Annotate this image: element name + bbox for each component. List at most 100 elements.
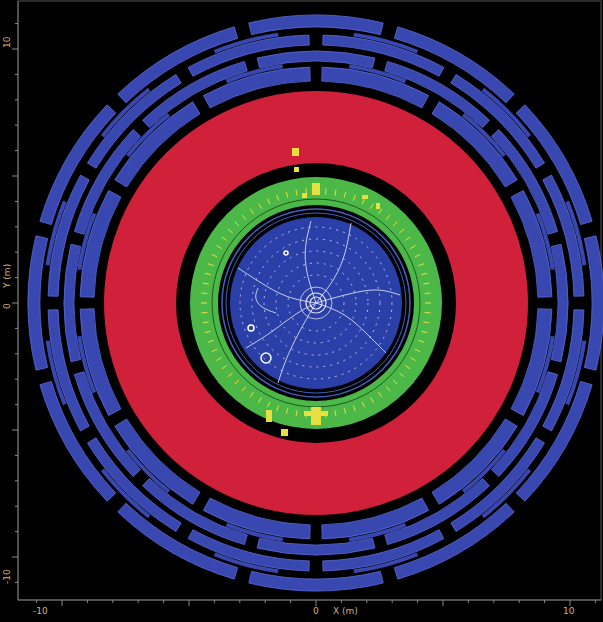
muon-chamber: [118, 503, 238, 579]
energy-tick: [259, 397, 262, 402]
energy-tick: [353, 195, 355, 201]
energy-tick: [423, 322, 429, 323]
energy-tick: [208, 264, 214, 266]
y-axis-label: -10: [3, 569, 12, 584]
energy-tick: [399, 373, 404, 377]
tick: [239, 600, 240, 603]
energy-deposit: [362, 195, 368, 199]
tick: [265, 600, 266, 603]
energy-tick: [201, 303, 207, 304]
muon-chamber: [64, 244, 81, 362]
tick: [15, 506, 18, 507]
energy-tick: [335, 190, 336, 196]
energy-tick: [371, 397, 374, 402]
energy-tick: [405, 237, 410, 240]
muon-chamber: [551, 244, 568, 362]
energy-tick: [415, 349, 420, 352]
y-axis: [18, 1, 19, 600]
energy-deposit: [312, 183, 320, 195]
x-axis-label: X (m): [333, 607, 358, 616]
tick: [189, 600, 190, 606]
muon-chamber: [394, 503, 514, 579]
ring-line: [212, 199, 420, 407]
particle-track: [278, 303, 316, 383]
tick: [12, 430, 18, 431]
tick: [36, 600, 37, 603]
y-axis-label: 0: [3, 303, 12, 309]
tick: [417, 600, 418, 603]
energy-tick: [250, 392, 253, 397]
tick: [392, 600, 393, 603]
muon-chamber: [118, 27, 238, 103]
ring-line: [226, 213, 406, 393]
tick: [15, 582, 18, 583]
x-axis: [18, 600, 601, 601]
particle-track: [305, 221, 316, 303]
particle-track: [256, 288, 276, 313]
x-axis-label: 10: [563, 607, 574, 616]
particle-track: [316, 303, 386, 353]
energy-tick: [296, 190, 297, 196]
x-axis-label: -10: [33, 607, 48, 616]
particle-track: [316, 290, 400, 303]
energy-tick: [418, 340, 424, 342]
energy-tick: [296, 410, 297, 416]
hadron-calorimeter: [104, 91, 528, 515]
particle-track: [316, 223, 351, 303]
muon-chamber: [40, 105, 116, 225]
energy-tick: [335, 410, 336, 416]
tick: [15, 226, 18, 227]
energy-tick: [286, 408, 288, 414]
tick: [15, 23, 18, 24]
axis-ticks: [12, 24, 595, 606]
energy-tick: [371, 203, 374, 208]
energy-tick: [386, 386, 390, 391]
energy-tick: [344, 408, 346, 414]
energy-tick: [205, 273, 211, 275]
tick: [15, 74, 18, 75]
energy-deposit: [281, 429, 288, 436]
tick: [493, 600, 494, 603]
energy-tick: [386, 215, 390, 220]
muon-chamber: [40, 381, 116, 501]
particle-track: [246, 303, 316, 348]
plot-frame: [18, 1, 601, 600]
energy-tick: [259, 203, 262, 208]
ring-line: [222, 209, 410, 397]
energy-tick: [201, 292, 207, 294]
energy-tick: [222, 366, 227, 369]
energy-tick: [228, 229, 233, 233]
energy-tick: [421, 331, 427, 333]
energy-tick: [362, 199, 365, 204]
energy-tick: [344, 192, 346, 198]
energy-tick: [425, 303, 431, 304]
tick: [62, 600, 63, 606]
tick: [15, 328, 18, 329]
tick: [15, 252, 18, 253]
muon-chamber: [584, 236, 603, 370]
tick: [15, 125, 18, 126]
tick: [15, 404, 18, 405]
energy-tick: [212, 349, 217, 352]
vertex-blob: [248, 325, 254, 331]
tick: [595, 600, 596, 603]
energy-tick: [201, 312, 207, 314]
tick: [214, 600, 215, 603]
muon-chamber: [257, 538, 375, 555]
energy-tick: [205, 331, 211, 333]
tick: [12, 176, 18, 177]
tick: [519, 600, 520, 603]
tick: [15, 201, 18, 202]
tick: [12, 303, 18, 304]
muon-chamber: [257, 51, 375, 68]
x-axis-label: 0: [313, 607, 319, 616]
energy-tick: [216, 246, 221, 249]
tick: [12, 49, 18, 50]
particle-track: [238, 268, 316, 303]
energy-tick: [421, 273, 427, 275]
energy-tick: [415, 254, 420, 257]
energy-tick: [405, 366, 410, 369]
energy-deposit: [294, 167, 299, 172]
